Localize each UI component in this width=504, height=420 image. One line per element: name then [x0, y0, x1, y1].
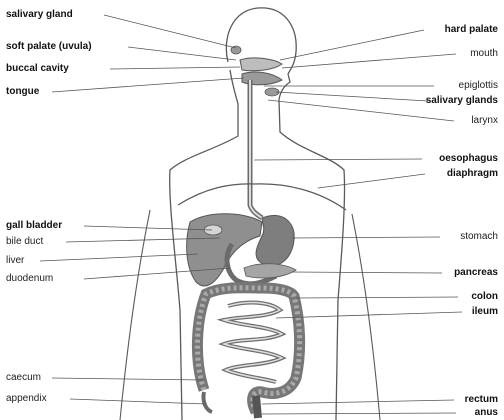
label-salivary-gland: salivary gland: [6, 9, 73, 21]
label-salivary-glands: salivary glands: [426, 95, 498, 107]
label-mouth: mouth: [470, 48, 498, 60]
label-liver: liver: [6, 255, 24, 267]
label-anus: anus: [475, 407, 498, 419]
label-bile-duct: bile duct: [6, 236, 43, 248]
label-epiglottis: epiglottis: [459, 80, 498, 92]
rectum-tube: [256, 396, 258, 418]
label-gall-bladder: gall bladder: [6, 220, 62, 232]
right-arm-outline: [352, 214, 380, 420]
label-buccal-cavity: buccal cavity: [6, 63, 69, 75]
label-ileum: ileum: [472, 306, 498, 318]
leader-lines-left: [40, 15, 244, 404]
mouth-cavity: [240, 58, 282, 71]
label-duodenum: duodenum: [6, 273, 53, 285]
label-oesophagus: oesophagus: [439, 153, 498, 165]
label-colon: colon: [471, 291, 498, 303]
label-appendix: appendix: [6, 393, 47, 405]
oesophagus-tube: [250, 80, 262, 218]
label-stomach: stomach: [460, 231, 498, 243]
label-pancreas: pancreas: [454, 267, 498, 279]
label-hard-palate: hard palate: [445, 24, 498, 36]
label-rectum: rectum: [465, 394, 498, 406]
appendix-shape: [203, 392, 212, 412]
pancreas-shape: [244, 264, 296, 278]
label-caecum: caecum: [6, 372, 41, 384]
left-arm-outline: [120, 210, 150, 420]
label-larynx: larynx: [471, 115, 498, 127]
label-tongue: tongue: [6, 86, 39, 98]
label-soft-palate: soft palate (uvula): [6, 41, 92, 53]
label-diaphragm: diaphragm: [447, 168, 498, 180]
label-salivary-gland-text: salivary gland: [6, 9, 73, 20]
